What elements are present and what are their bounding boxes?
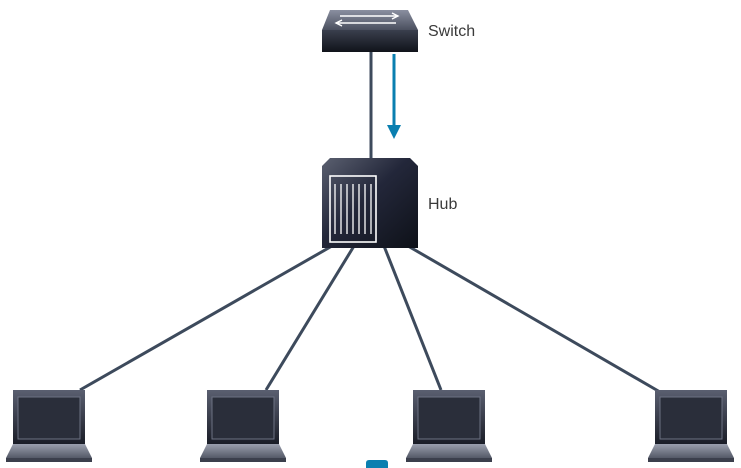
laptop-icon xyxy=(6,390,92,462)
hub-laptop-4-link xyxy=(407,244,661,394)
network-switch-icon xyxy=(322,10,418,52)
hub-label: Hub xyxy=(428,196,458,213)
switch-label: Switch xyxy=(428,23,476,40)
hub-laptop-1-link xyxy=(79,244,333,392)
down-arrow-icon xyxy=(387,54,401,139)
cropped-arrow-fragment xyxy=(366,460,388,468)
laptop-icon xyxy=(648,390,734,462)
hub-laptop-2-link xyxy=(264,245,356,391)
laptop-icon xyxy=(200,390,286,462)
laptop-icon xyxy=(406,390,492,462)
hub-laptop-3-link xyxy=(382,245,443,391)
network-hub-icon xyxy=(322,158,418,248)
